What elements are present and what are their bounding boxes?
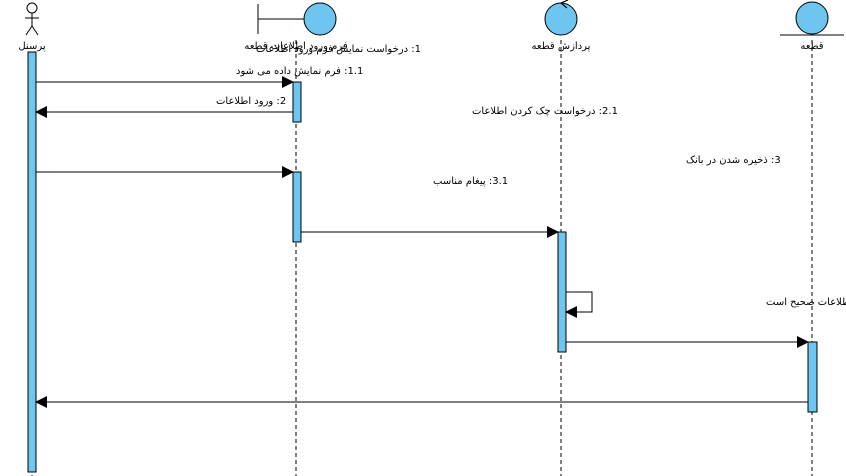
control-activation[interactable] [557, 231, 567, 353]
entity-name: قطعه [800, 41, 823, 52]
message-1-label: 1: درخواست نمایش فرم ورود اطلاعات [256, 44, 421, 55]
message-3-1-label: 3.1: پیغام مناسب [433, 176, 508, 187]
entity-part-lifeline-head[interactable]: قطعه [780, 1, 844, 52]
message-2-1-1-label: 2.1.1: بررسی میکند اطلاعات صحیح است [766, 297, 846, 308]
message-3-label: 3: ذخیره شدن در بانک [686, 155, 781, 166]
boundary-icon [257, 2, 337, 36]
boundary-form-lifeline-head[interactable]: فرم ورود اطلاعات قطعه [244, 2, 348, 52]
actor-name: پرسنل [18, 41, 45, 52]
control-processing-lifeline-head[interactable]: پردازش قطعه [532, 0, 591, 52]
entity-icon [780, 1, 844, 36]
boundary-name: فرم ورود اطلاعات قطعه [244, 41, 347, 52]
message-2-label: 2: ورود اطلاعات [216, 96, 286, 107]
boundary-activation-2[interactable] [292, 171, 302, 243]
actor-icon [25, 2, 39, 36]
message-1-1-label: 1.1: فرم نمایش داده می شود [236, 66, 363, 77]
boundary-activation-1[interactable] [292, 81, 302, 123]
control-name: پردازش قطعه [532, 41, 591, 52]
control-icon [544, 0, 578, 36]
entity-activation[interactable] [807, 341, 818, 413]
actor-activation[interactable] [27, 51, 37, 473]
message-2-1-label: 2.1: درخواست چک کردن اطلاعات [472, 106, 618, 117]
message-2-1-1-self-arrow[interactable] [565, 291, 593, 318]
actor-personnel[interactable]: پرسنل [18, 2, 46, 52]
